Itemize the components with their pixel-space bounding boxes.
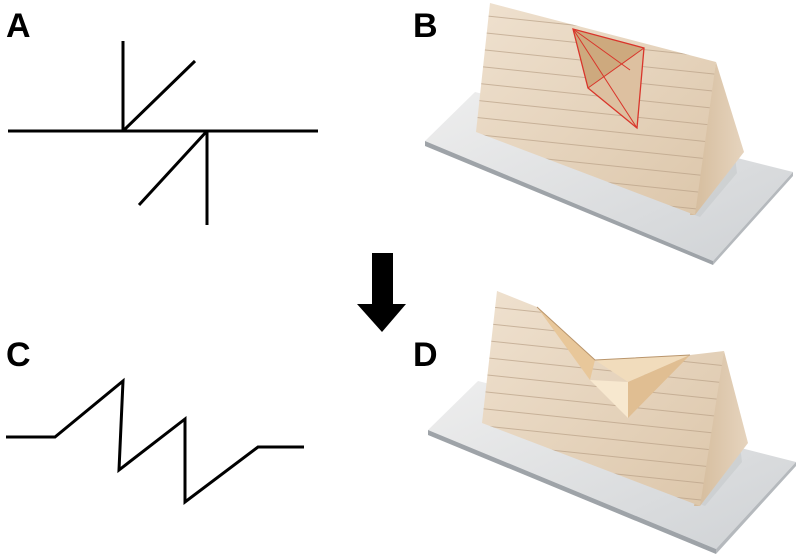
panel-a-label: A <box>6 7 31 45</box>
crease-pattern-a <box>8 41 318 225</box>
panel-c-label: C <box>6 336 31 374</box>
panel-b-label: B <box>413 7 438 45</box>
base-plate-side-d <box>428 430 716 554</box>
zigzag-profile-c <box>6 377 304 506</box>
model-b <box>425 3 793 265</box>
model-d <box>428 291 796 554</box>
diagonal-line-lower <box>137 129 209 207</box>
collapsed-pocket <box>537 307 595 380</box>
tent-right-face <box>690 62 744 215</box>
arrow-down-icon <box>357 253 406 332</box>
base-plate-edge <box>713 172 793 265</box>
base-plate-side <box>425 141 713 265</box>
panel-d-label: D <box>413 336 438 374</box>
diagonal-line-upper <box>121 59 197 133</box>
